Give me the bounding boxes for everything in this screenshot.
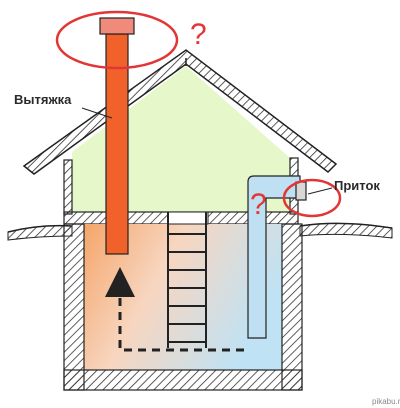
supply-inlet-highlight	[282, 178, 342, 218]
exhaust-label: Вытяжка	[14, 92, 72, 107]
ground	[7, 222, 393, 241]
ladder	[167, 212, 207, 348]
supply-label: Приток	[334, 178, 380, 193]
roof	[22, 49, 338, 175]
supply-pipe	[247, 175, 307, 339]
exhaust-leader	[81, 107, 113, 119]
exhaust-pipe	[99, 17, 135, 255]
airflow-arrow	[105, 267, 244, 352]
question-mark-top: ?	[190, 18, 207, 51]
watermark: pikabu.ru	[372, 397, 400, 406]
floor-hatch-opening	[167, 211, 209, 225]
supply-inlet	[295, 181, 307, 201]
supply-leader	[307, 187, 333, 195]
question-mark-supply: ?	[250, 188, 267, 221]
cellar-walls	[63, 223, 303, 391]
exhaust-cap	[99, 17, 135, 35]
exhaust-cap-highlight	[55, 10, 179, 70]
